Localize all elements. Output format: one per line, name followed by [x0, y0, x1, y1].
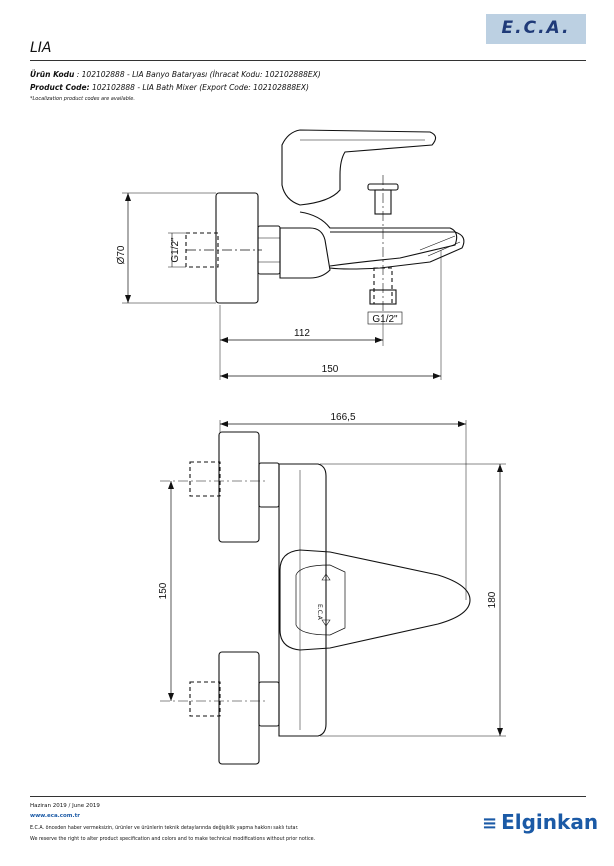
footer-divider: [30, 796, 586, 797]
front-view: [122, 129, 465, 380]
dim-150-front: 150: [322, 364, 339, 375]
footer-disclaimer-tr: E.C.A. önceden haber vermeksizin, ürünle…: [30, 826, 299, 831]
product-code-tr-label: Ürün Kodu: [30, 70, 75, 79]
dim-166: 166,5: [330, 412, 355, 423]
localization-note: *Localization product codes are availabl…: [30, 96, 135, 102]
footer-disclaimer-en: We reserve the right to alter product sp…: [30, 837, 316, 842]
dim-diameter: Ø70: [116, 245, 127, 264]
elginkan-bars-icon: ≡: [482, 813, 498, 834]
top-view: E.C.A: [160, 420, 506, 765]
header-divider: [30, 60, 586, 61]
product-code-tr-value: : 102102888 - LIA Banyo Bataryası (İhrac…: [76, 70, 321, 79]
elginkan-brand-text: Elginkan: [501, 810, 599, 834]
product-code-tr: Ürün Kodu : 102102888 - LIA Banyo Batary…: [30, 70, 321, 79]
eca-logo-text: E.C.A.: [501, 18, 571, 38]
svg-text:E.C.A: E.C.A: [316, 604, 323, 621]
dim-150-side: 150: [158, 582, 169, 599]
dim-180: 180: [487, 591, 498, 608]
elginkan-logo: ≡Elginkan: [482, 810, 598, 834]
product-title: LIA: [30, 40, 52, 56]
dim-thread-inlet: G1/2": [170, 237, 181, 263]
footer-date: Haziran 2019 / June 2019: [30, 803, 100, 809]
product-code-en-label: Product Code:: [30, 83, 90, 92]
product-code-en-value: 102102888 - LIA Bath Mixer (Export Code:…: [91, 83, 309, 92]
product-code-en: Product Code: 102102888 - LIA Bath Mixer…: [30, 83, 309, 92]
dim-112: 112: [294, 328, 310, 339]
eca-logo: E.C.A.: [486, 14, 586, 44]
dim-thread-outlet: G1/2": [372, 314, 398, 325]
footer-url[interactable]: www.eca.com.tr: [30, 813, 80, 819]
